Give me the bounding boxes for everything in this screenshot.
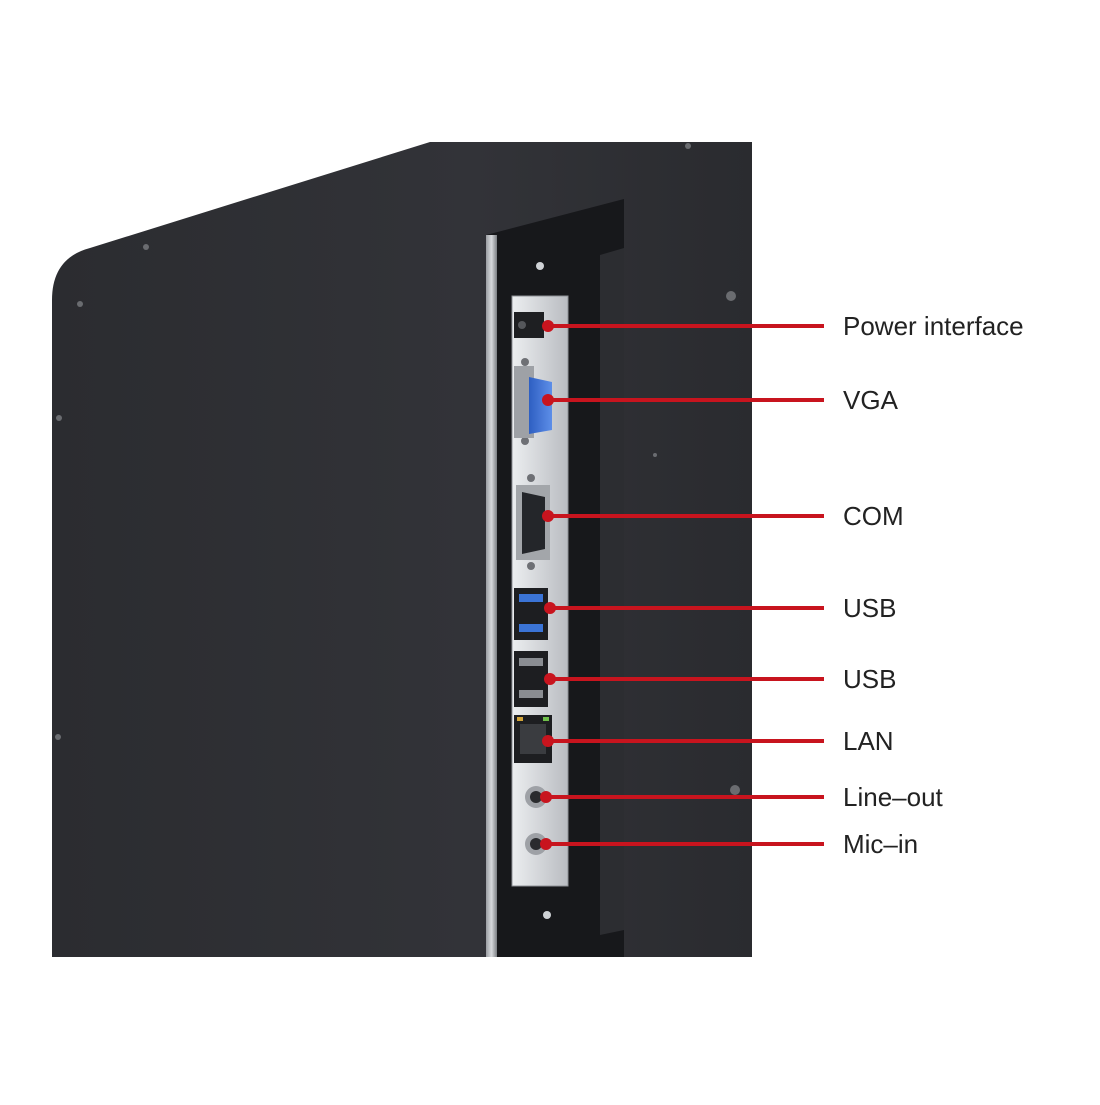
callout-dot-vga [542, 394, 554, 406]
callout-label-vga: VGA [843, 385, 898, 415]
callout-label-lan: LAN [843, 726, 894, 756]
callout-label-usb2: USB [843, 664, 897, 694]
device-body [52, 142, 752, 957]
usb-port-icon [514, 651, 548, 707]
usb-port-icon [514, 588, 548, 640]
callout-dot-lineout [540, 791, 552, 803]
callout-label-lineout: Line–out [843, 782, 943, 812]
callout-dot-usb2 [544, 673, 556, 685]
callout-label-usb1: USB [843, 593, 897, 623]
callout-dot-lan [542, 735, 554, 747]
audio-jack-icon [525, 786, 547, 808]
callout-dot-power [542, 320, 554, 332]
recess-inner-wall [600, 248, 624, 935]
mount-screws [536, 262, 551, 919]
recess-bezel [486, 235, 497, 957]
callout-dot-com [542, 510, 554, 522]
callout-dot-micin [540, 838, 552, 850]
audio-jack-icon [525, 833, 547, 855]
vga-port-icon [514, 358, 552, 445]
power-jack-icon [514, 312, 544, 338]
callout-dot-usb1 [544, 602, 556, 614]
serial-port-icon [516, 474, 550, 570]
callout-label-power: Power interface [843, 311, 1024, 341]
callout-label-com: COM [843, 501, 904, 531]
case-screws [55, 143, 740, 795]
callout-label-micin: Mic–in [843, 829, 919, 859]
